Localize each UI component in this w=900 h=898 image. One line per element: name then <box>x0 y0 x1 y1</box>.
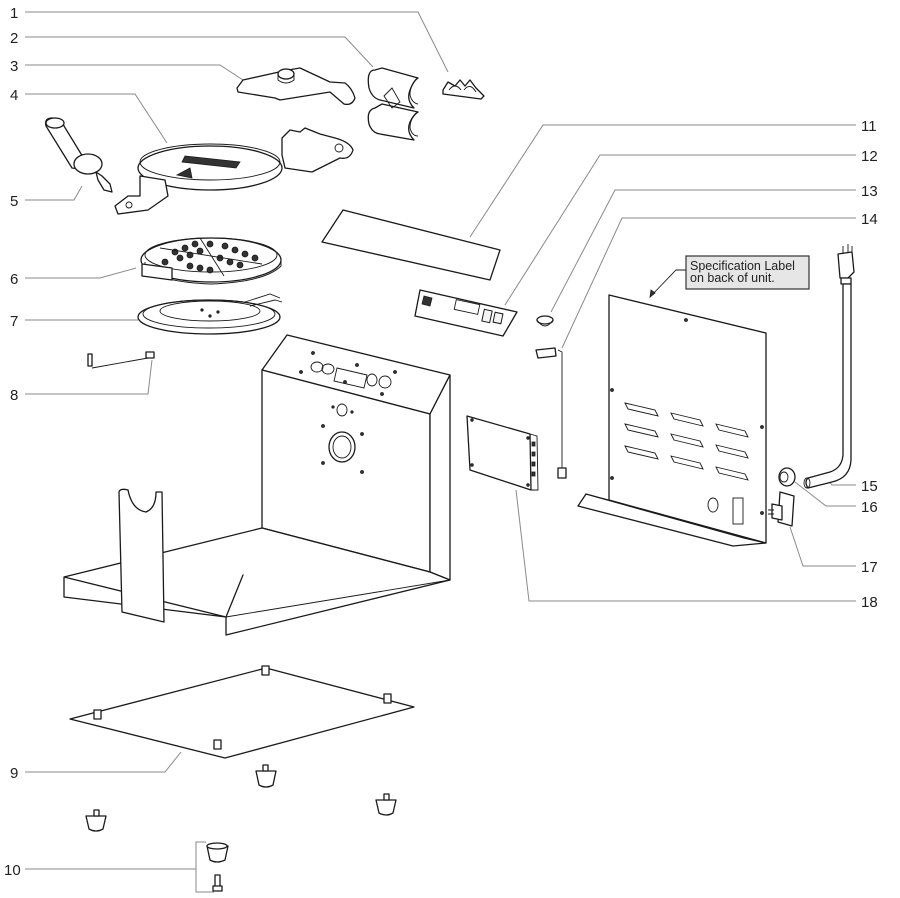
leader-line <box>504 154 856 306</box>
callout-3: 3 <box>10 58 244 81</box>
leader-line <box>25 359 153 395</box>
part-power-cord <box>803 244 855 489</box>
leader-line <box>25 64 244 81</box>
leader-line <box>515 489 856 602</box>
part-upper-housing <box>114 127 354 215</box>
part-thermostat <box>536 315 554 327</box>
callout-6: 6 <box>10 267 137 288</box>
callout-7: 7 <box>10 313 138 330</box>
part-handle <box>44 117 113 193</box>
part-display-board <box>414 289 518 337</box>
callout-number: 1 <box>10 5 18 22</box>
callout-16: 16 <box>794 481 878 516</box>
spec-label-box <box>685 255 810 290</box>
callout-number: 10 <box>4 862 21 879</box>
callout-9: 9 <box>10 751 182 782</box>
callout-number: 17 <box>861 559 878 576</box>
foot <box>255 764 277 788</box>
bracket-line <box>195 841 214 893</box>
callout-number: 9 <box>10 765 18 782</box>
leader-line <box>561 217 856 349</box>
callout-18: 18 <box>515 489 878 611</box>
callout-number: 15 <box>861 478 878 495</box>
part-chassis <box>63 334 451 636</box>
part-strain-relief <box>778 467 796 487</box>
leader-line <box>25 751 182 773</box>
callout-11: 11 <box>469 118 877 238</box>
leader-line <box>469 124 856 238</box>
part-hinge-sleeves <box>367 67 419 141</box>
callout-13: 13 <box>550 183 878 313</box>
leader-line <box>25 36 374 68</box>
callout-number: 11 <box>861 118 877 135</box>
callout-8: 8 <box>10 359 153 404</box>
leader-line <box>794 481 856 507</box>
callout-number: 4 <box>10 87 18 104</box>
part-feet <box>85 764 397 892</box>
callout-number: 3 <box>10 58 18 75</box>
leader-line <box>789 526 856 567</box>
callout-17: 17 <box>789 526 878 576</box>
waffle-pattern <box>161 240 259 274</box>
callout-number: 13 <box>861 183 878 200</box>
callout-14: 14 <box>561 211 878 349</box>
plate-standoffs <box>93 665 392 750</box>
part-hinge-plate <box>236 67 356 106</box>
part-rocker-switch <box>768 491 795 527</box>
leader-line <box>550 189 856 313</box>
part-temperature-probe <box>535 347 567 479</box>
spec-label-callout: Specification Label on back of unit. <box>649 255 810 298</box>
callout-5: 5 <box>10 185 83 210</box>
callout-number: 16 <box>861 499 878 516</box>
callout-number: 18 <box>861 594 878 611</box>
callout-12: 12 <box>504 148 878 306</box>
control-panel-holes <box>299 351 397 396</box>
callout-number: 8 <box>10 387 18 404</box>
part-cord-clip <box>442 79 485 100</box>
leader-line <box>25 267 137 279</box>
callout-10: 10 <box>4 841 214 893</box>
spec-label-line2: on back of unit. <box>690 271 775 285</box>
part-overlay-label <box>321 209 501 281</box>
spec-arrow-line <box>649 269 686 298</box>
callout-number: 12 <box>861 148 878 165</box>
part-bottom-plate <box>69 665 415 759</box>
callout-number: 7 <box>10 313 18 330</box>
vent-slots <box>624 402 749 481</box>
callout-number: 2 <box>10 30 18 47</box>
leader-line <box>25 93 168 144</box>
callout-number: 6 <box>10 271 18 288</box>
foot <box>85 809 107 832</box>
part-wire-harness <box>87 351 155 369</box>
leader-line <box>25 185 83 201</box>
callout-number: 5 <box>10 193 18 210</box>
part-heating-element <box>137 293 283 335</box>
callout-2: 2 <box>10 30 374 68</box>
callout-4: 4 <box>10 87 168 144</box>
callout-1: 1 <box>10 5 449 73</box>
leader-line <box>25 11 449 73</box>
callout-number: 14 <box>861 211 878 228</box>
screw-item-10 <box>212 874 223 892</box>
part-waffle-grid <box>140 237 282 285</box>
part-back-panel <box>577 294 767 547</box>
foot-item-10 <box>206 842 229 863</box>
part-control-board <box>466 415 539 491</box>
spec-label-line1: Specification Label <box>690 259 795 273</box>
foot <box>375 793 397 816</box>
